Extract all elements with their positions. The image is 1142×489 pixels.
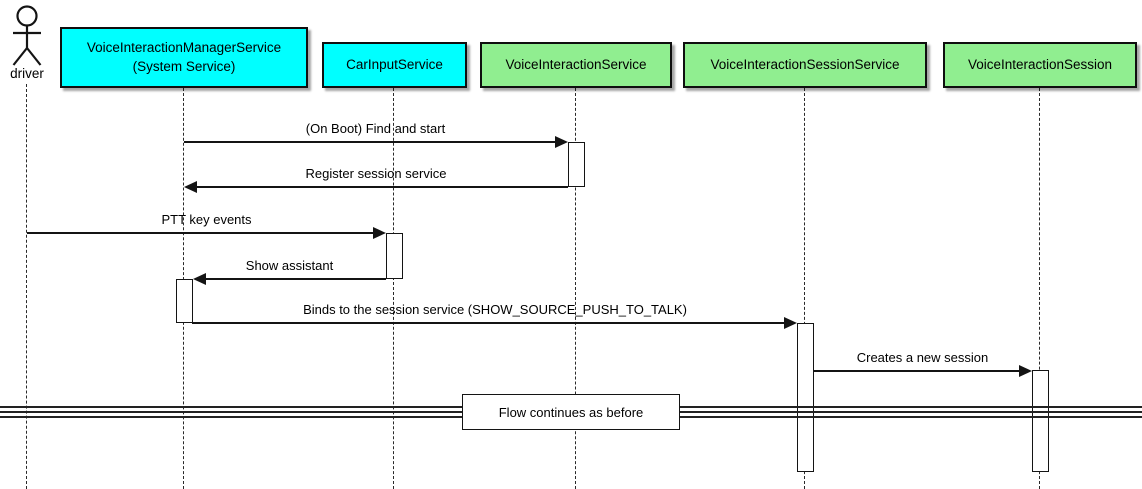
lifeline-voiceinteractionsession xyxy=(1039,88,1041,489)
arrowhead-left-icon xyxy=(192,273,206,285)
message-line-show-assistant xyxy=(205,278,386,280)
lifeline-voiceinteractionservice xyxy=(575,88,577,489)
message-line-register-session-service xyxy=(196,186,568,188)
activation-bar-voiceinteractionsessionservice xyxy=(796,323,814,472)
arrowhead-right-icon xyxy=(372,227,386,239)
participant-box-carinputservice: CarInputService xyxy=(322,42,467,88)
message-line-on-boot-find-and-start xyxy=(184,141,556,143)
divider-label: Flow continues as before xyxy=(498,404,644,420)
activation-bar-voiceinteractionservice xyxy=(567,142,585,187)
message-label-show-assistant: Show assistant xyxy=(245,258,334,273)
message-line-binds-to-session-service xyxy=(192,322,784,324)
message-label-on-boot-find-and-start: (On Boot) Find and start xyxy=(305,121,446,136)
actor-label: driver xyxy=(10,66,44,81)
participant-box-voiceinteractionmanagerservice: VoiceInteractionManagerService (System S… xyxy=(60,27,308,88)
message-label-ptt-key-events: PTT key events xyxy=(161,212,252,227)
activation-bar-carinputservice xyxy=(385,233,403,279)
message-line-creates-a-new-session xyxy=(813,370,1019,372)
message-label-register-session-service: Register session service xyxy=(305,166,447,181)
lifeline-carinputservice xyxy=(393,88,395,489)
divider-label-box: Flow continues as before xyxy=(462,394,680,430)
message-line-ptt-key-events xyxy=(27,232,374,234)
participant-box-voiceinteractionservice: VoiceInteractionService xyxy=(480,42,672,88)
arrowhead-right-icon xyxy=(783,317,797,329)
message-label-binds-to-session-service: Binds to the session service (SHOW_SOURC… xyxy=(303,302,687,317)
lifeline-driver xyxy=(26,84,28,489)
actor-driver-icon xyxy=(12,5,42,66)
arrowhead-right-icon xyxy=(1018,365,1032,377)
participant-box-voiceinteractionsession: VoiceInteractionSession xyxy=(943,42,1137,88)
message-label-creates-a-new-session: Creates a new session xyxy=(856,350,989,365)
activation-bar-voiceinteractionsession xyxy=(1031,370,1049,472)
participant-box-voiceinteractionsessionservice: VoiceInteractionSessionService xyxy=(683,42,927,88)
activation-bar-voiceinteractionmanagerservice xyxy=(175,279,193,323)
arrowhead-right-icon xyxy=(554,136,568,148)
lifeline-voiceinteractionsessionservice xyxy=(804,88,806,489)
arrowhead-left-icon xyxy=(184,181,197,193)
